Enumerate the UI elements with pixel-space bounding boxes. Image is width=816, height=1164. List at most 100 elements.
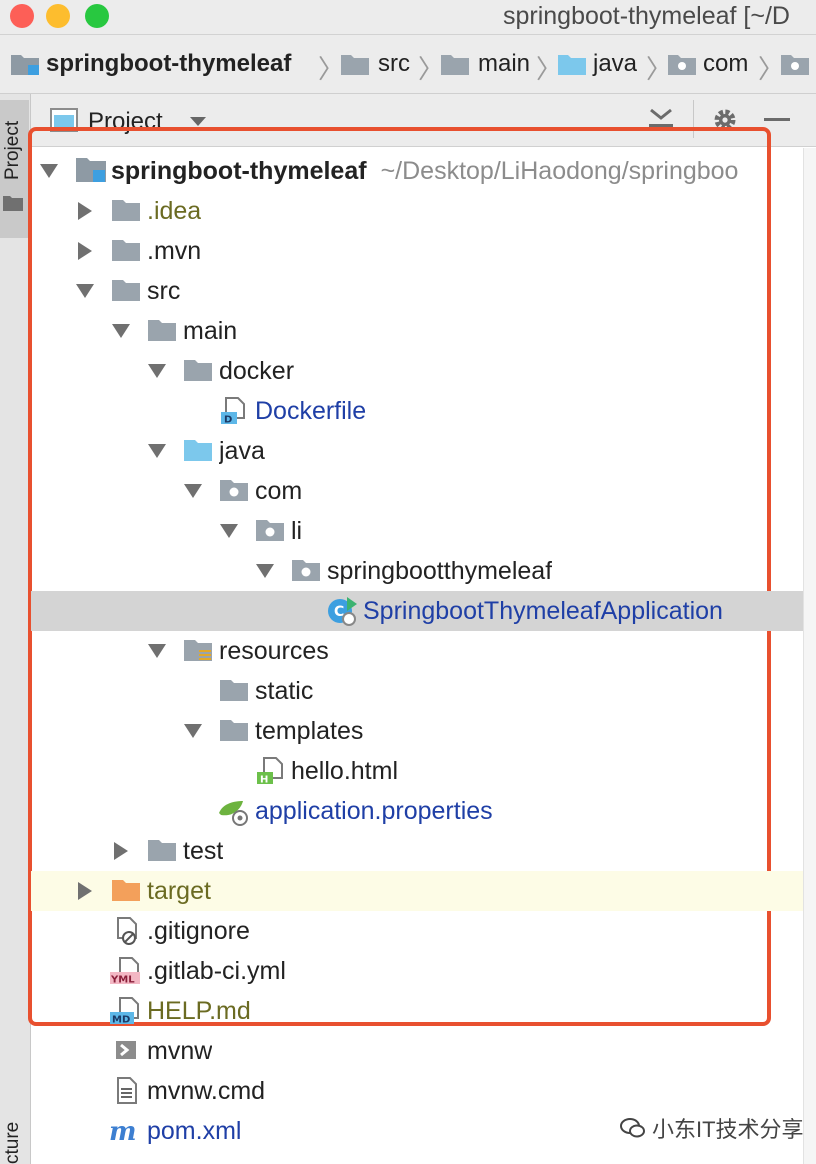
- tree-row[interactable]: [31, 631, 803, 671]
- tree-item-name: springboot-thymeleaf: [111, 157, 367, 185]
- expand-arrow-open-icon[interactable]: [112, 324, 130, 338]
- tree-item-label: .idea: [147, 196, 201, 226]
- tree-item-name: .mvn: [147, 237, 202, 265]
- chevron-down-icon[interactable]: [189, 116, 207, 128]
- maven-icon: m: [109, 1117, 137, 1147]
- tree-row[interactable]: [31, 751, 803, 791]
- breadcrumb-label: main: [478, 50, 531, 77]
- tree-item-name: pom.xml: [147, 1117, 242, 1145]
- tree-item-label: resources: [219, 636, 329, 666]
- title-bar: springboot-thymeleaf [~/D: [0, 0, 816, 35]
- breadcrumb-item-com[interactable]: com: [667, 49, 748, 79]
- expand-arrow-open-icon[interactable]: [256, 564, 274, 578]
- folder-icon: [148, 840, 176, 861]
- tree-item-name: resources: [219, 637, 329, 665]
- folder-icon: [441, 55, 469, 75]
- breadcrumb-separator: 〉: [646, 54, 673, 84]
- breadcrumb-label: com: [703, 50, 749, 77]
- navigation-bar: springboot-thymeleaf 〉 src 〉 main 〉 java…: [0, 35, 816, 94]
- folder-icon: [112, 280, 140, 301]
- folder-icon: [220, 720, 248, 741]
- breadcrumb-item-main[interactable]: main: [440, 49, 530, 79]
- breadcrumb-item-src[interactable]: src: [340, 49, 410, 79]
- tree-item-label: static: [255, 676, 313, 706]
- watermark: 小东IT技术分享: [620, 1112, 804, 1144]
- highlight-box: [28, 127, 771, 1026]
- module-folder-icon: [11, 55, 39, 75]
- expand-arrow-open-icon[interactable]: [148, 444, 166, 458]
- tree-item-name: templates: [255, 717, 364, 745]
- tree-item-name: hello.html: [291, 757, 398, 785]
- tree-item-label: .gitignore: [147, 916, 250, 946]
- vertical-scrollbar[interactable]: [803, 148, 816, 1164]
- project-tool-tab-label: Project: [2, 120, 23, 180]
- expand-arrow-open-icon[interactable]: [40, 164, 58, 178]
- svg-text:YML: YML: [110, 975, 135, 986]
- breadcrumb-item-project[interactable]: springboot-thymeleaf: [10, 49, 291, 79]
- svg-text:H: H: [260, 775, 268, 786]
- tree-row[interactable]: [31, 391, 803, 431]
- tree-item-label: springbootthymeleaf: [327, 556, 552, 586]
- breadcrumb-separator: 〉: [536, 54, 563, 84]
- toolbar-divider: [693, 100, 694, 138]
- expand-arrow-closed-icon[interactable]: [78, 242, 92, 260]
- expand-arrow-open-icon[interactable]: [76, 284, 94, 298]
- tree-item-name: SpringbootThymeleafApplication: [363, 597, 723, 625]
- tree-row[interactable]: [31, 711, 803, 751]
- tree-item-name: com: [255, 477, 303, 505]
- tree-row[interactable]: [31, 431, 803, 471]
- tree-item-label: com: [255, 476, 302, 506]
- expand-arrow-open-icon[interactable]: [148, 644, 166, 658]
- breadcrumb-separator: 〉: [418, 54, 445, 84]
- expand-arrow-open-icon[interactable]: [148, 364, 166, 378]
- tree-item-label: main: [183, 316, 237, 346]
- ignore-file-icon: [117, 917, 137, 945]
- text-file-icon: [117, 1077, 137, 1104]
- expand-arrow-closed-icon[interactable]: [78, 882, 92, 900]
- wechat-icon: [620, 1118, 645, 1138]
- structure-tool-tab-label[interactable]: cture: [2, 1121, 23, 1164]
- tree-item-name: .idea: [147, 197, 202, 225]
- breadcrumb-separator: 〉: [758, 54, 785, 84]
- breadcrumb-separator: 〉: [318, 54, 345, 84]
- svg-text:D: D: [224, 415, 232, 426]
- expand-arrow-open-icon[interactable]: [184, 724, 202, 738]
- tree-row[interactable]: [31, 591, 803, 631]
- breadcrumb-item-java[interactable]: java: [557, 49, 637, 79]
- tree-item-name: src: [147, 277, 181, 305]
- close-window-button[interactable]: [10, 4, 34, 28]
- package-icon: [220, 480, 248, 501]
- zoom-window-button[interactable]: [85, 4, 109, 28]
- watermark-text: 小东IT技术分享: [652, 1117, 804, 1142]
- folder-icon: [341, 55, 369, 75]
- tree-row[interactable]: [31, 471, 803, 511]
- tree-item-label: test: [183, 836, 223, 866]
- expand-arrow-closed-icon[interactable]: [78, 202, 92, 220]
- tree-item-name: static: [255, 677, 314, 705]
- minimize-window-button[interactable]: [46, 4, 70, 28]
- expand-arrow-closed-icon[interactable]: [114, 842, 128, 860]
- tree-row[interactable]: [31, 511, 803, 551]
- tree-item-name: li: [291, 517, 303, 545]
- tree-item-label: HELP.md: [147, 996, 251, 1026]
- expand-arrow-open-icon[interactable]: [184, 484, 202, 498]
- tree-item-name: docker: [219, 357, 295, 385]
- tree-item-label: SpringbootThymeleafApplication: [363, 596, 723, 626]
- folder-icon: [112, 240, 140, 261]
- package-icon: [668, 55, 696, 75]
- expand-arrow-open-icon[interactable]: [220, 524, 238, 538]
- tree-row[interactable]: [31, 671, 803, 711]
- tree-row[interactable]: [31, 871, 803, 911]
- tree-item-label: Dockerfile: [255, 396, 366, 426]
- collapse-all-icon[interactable]: [647, 104, 675, 134]
- shell-file-icon: [116, 1041, 136, 1059]
- breadcrumb-item-more[interactable]: [780, 49, 810, 79]
- package-icon: [292, 560, 320, 581]
- tree-row[interactable]: [31, 351, 803, 391]
- gear-icon[interactable]: [711, 106, 739, 134]
- package-icon: [256, 520, 284, 541]
- hide-panel-icon[interactable]: [764, 118, 790, 122]
- project-tool-tab[interactable]: [0, 100, 29, 238]
- tree-item-name: .gitignore: [147, 917, 250, 945]
- spring-properties-icon: [219, 801, 248, 826]
